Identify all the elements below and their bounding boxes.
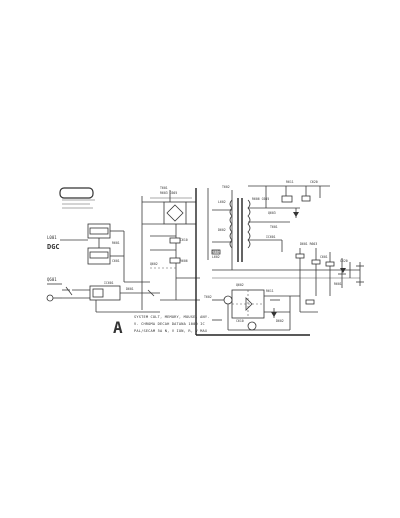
bridge-rectifier: T601 R603 C605 [142,186,196,225]
svg-text:Q601: Q601 [212,250,220,254]
svg-text:Q602: Q602 [236,283,244,287]
note-line-3: PAL/SECAM 5A N, V ION, R, V MAX [134,329,208,333]
svg-text:IC601: IC601 [266,235,276,239]
svg-text:D601 R603: D601 R603 [300,242,317,246]
lower-right-circuit: Q602 R611 D602 C610 T602 [204,283,318,331]
svg-text:Q603: Q603 [268,211,276,215]
svg-text:C601: C601 [112,259,120,263]
top-right-circuit: R611 C620 Q603 IC601 R606 C605 T601 [248,180,330,252]
svg-text:D602: D602 [276,319,284,323]
brand-logo [59,187,94,199]
frame-lines [195,188,310,336]
svg-text:Q602: Q602 [150,262,158,266]
svg-text:R601: R601 [334,282,342,286]
svg-text:D601: D601 [126,287,134,291]
right-connectors: C620 [340,259,364,286]
svg-text:C610: C610 [236,319,244,323]
left-module-stack: R601 C601 [60,223,125,265]
brand-logo-block [59,187,95,209]
middle-components: C610 R606 Q602 [150,224,200,301]
svg-text:R601: R601 [112,241,120,245]
svg-text:R606: R606 [180,259,188,263]
svg-text:C620: C620 [310,180,318,184]
section-letter-a: A [113,318,123,337]
mains-input [46,283,96,302]
svg-text:L602: L602 [212,255,220,259]
label-dgc: DGC [47,243,60,251]
svg-text:L602: L602 [218,200,226,204]
svg-text:R603 C605: R603 C605 [160,191,177,195]
svg-text:T601: T601 [270,225,278,229]
svg-text:C601: C601 [320,255,328,259]
svg-text:IC601: IC601 [104,281,114,285]
svg-text:C610: C610 [180,238,188,242]
svg-text:C620: C620 [340,259,348,263]
svg-text:D602: D602 [218,228,226,232]
svg-text:R606 C605: R606 C605 [252,197,269,201]
svg-text:T602: T602 [204,295,212,299]
notes-block: SYSTEM COLT, MEMORY, MOUSE, ANY. V. CHRO… [134,315,210,333]
regulator-block: IC601 D601 [89,281,160,313]
svg-text:T601: T601 [160,186,168,190]
label-l001: L001 [47,235,57,240]
right-output-bus: D601 R603 C601 R601 Q601 L602 [212,242,360,296]
svg-text:R611: R611 [286,180,294,184]
note-line-2: V. CHROMA DECAH DATANA 1000 IC [134,322,205,326]
svg-text:T602: T602 [222,185,230,189]
note-line-1: SYSTEM COLT, MEMORY, MOUSE, ANY. [134,315,210,319]
svg-text:R611: R611 [266,289,274,293]
label-q601: Q601 [47,277,57,282]
